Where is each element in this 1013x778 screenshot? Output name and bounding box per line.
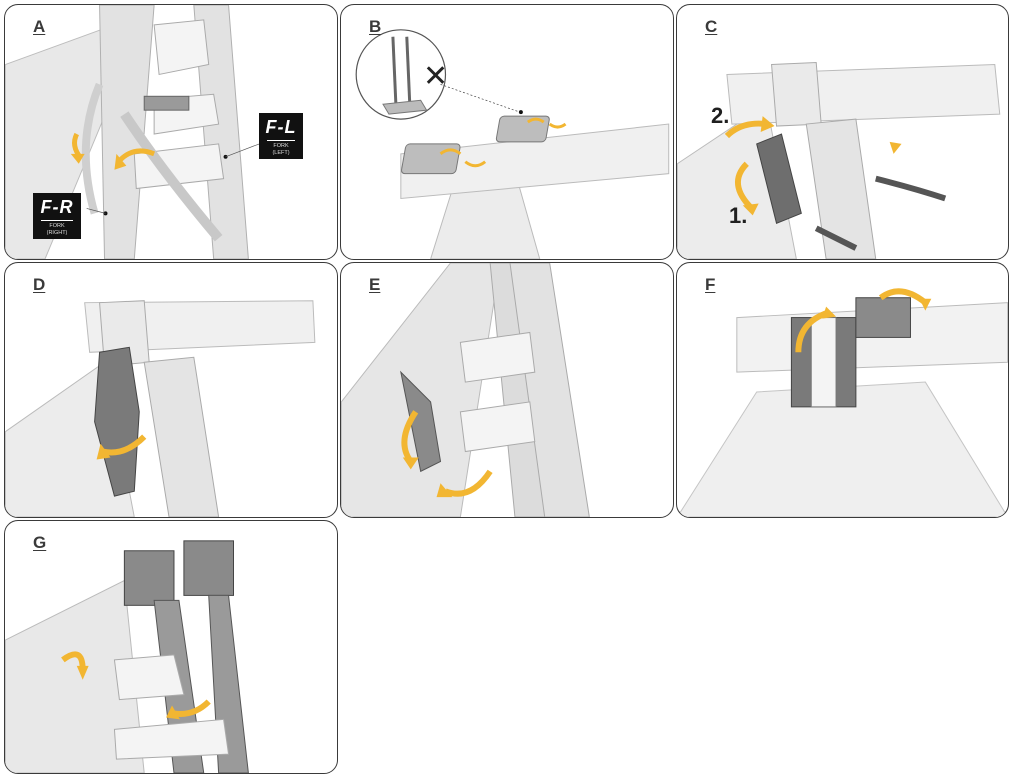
panel-label: B — [369, 17, 382, 36]
panel-label: G — [33, 533, 47, 552]
panel-label: F — [705, 275, 716, 294]
fork-left-tag: F-L FORK (LEFT) — [259, 113, 303, 159]
arrow-icon — [118, 148, 156, 162]
panel-b: B ✕ — [340, 4, 674, 260]
fork-left-small-1: FORK — [273, 143, 289, 149]
panel-f: F — [676, 262, 1009, 518]
panel-label: D — [33, 275, 46, 294]
not-included-mark: ✕ — [423, 59, 449, 94]
panel-d: D — [4, 262, 338, 518]
illustration-d — [5, 300, 316, 517]
panel-e: E — [340, 262, 674, 518]
fork-right-tag: F-R FORK (RIGHT) — [33, 193, 81, 239]
illustration-g — [5, 540, 249, 773]
illustration-c — [677, 62, 1001, 259]
panel-label: E — [369, 275, 381, 294]
illustration-e — [341, 263, 590, 517]
panel-label: A — [33, 17, 46, 36]
fork-right-small-1: FORK — [49, 223, 65, 229]
panel-a: A F-L FORK (LEFT) F-R FORK (RIGHT) — [4, 4, 338, 260]
fork-left-small-2: (LEFT) — [272, 149, 290, 156]
panel-label: C — [705, 17, 718, 36]
step-1-label: 1. — [729, 203, 748, 228]
fork-right-code: F-R — [40, 197, 74, 217]
illustration-f — [677, 288, 1008, 517]
step-2-label: 2. — [711, 103, 730, 128]
illustration-b — [355, 29, 670, 259]
panel-g: G — [4, 520, 338, 774]
fork-right-small-2: (RIGHT) — [46, 229, 68, 236]
panel-c: C 2. 1. — [676, 4, 1009, 260]
fork-left-code: F-L — [265, 117, 297, 137]
